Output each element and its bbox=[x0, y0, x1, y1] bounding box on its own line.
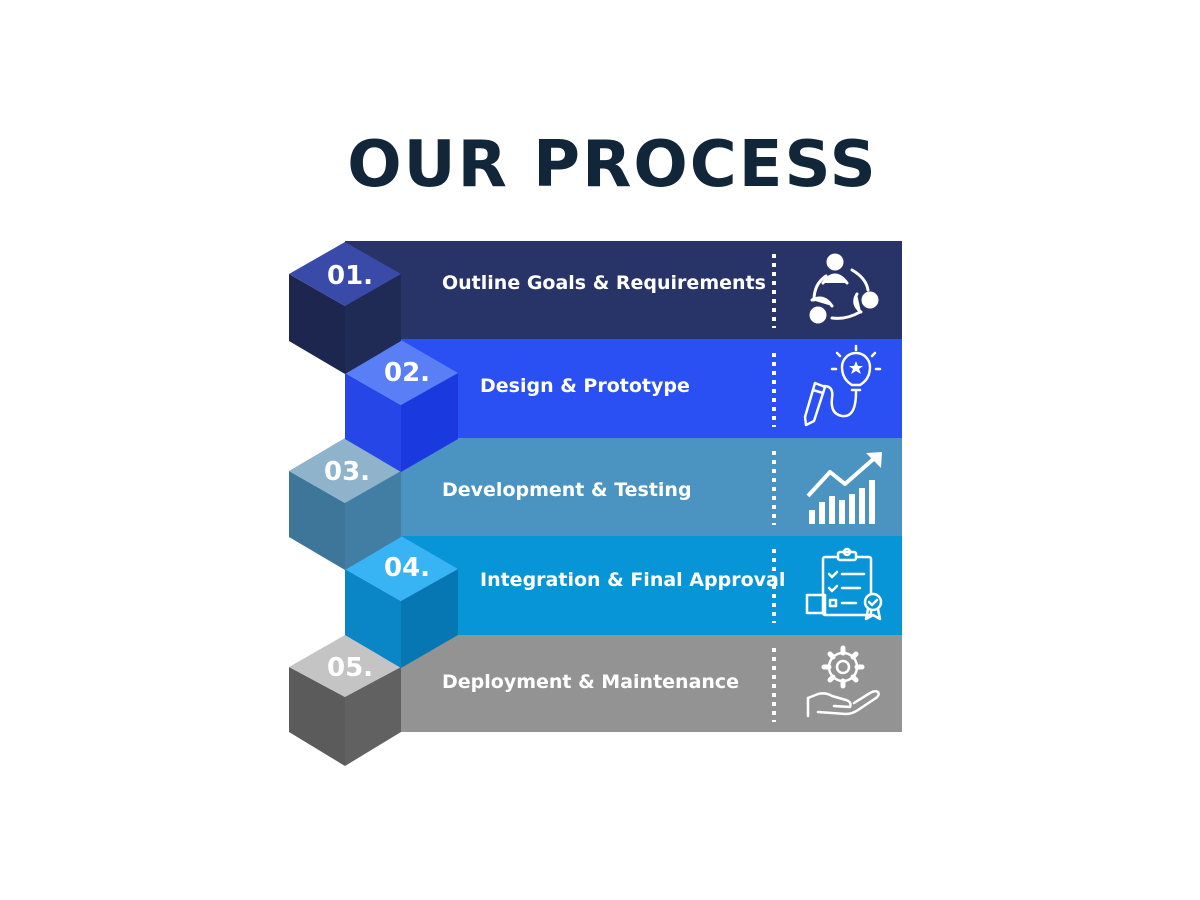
package-box bbox=[805, 593, 827, 615]
growth-chart-icon bbox=[806, 452, 882, 524]
gear-hand-icon bbox=[806, 645, 880, 718]
growth-bar-4 bbox=[839, 500, 845, 524]
pencil-body bbox=[803, 381, 827, 427]
team-arrow-bottom bbox=[830, 310, 862, 320]
check-2 bbox=[827, 584, 839, 593]
step-4-bar bbox=[401, 536, 902, 635]
team-arrow-left bbox=[812, 274, 828, 302]
lightbulb-ray-3 bbox=[870, 351, 877, 358]
step-5-cube-left bbox=[289, 667, 345, 766]
pencil-band bbox=[811, 388, 825, 395]
step-2-number: 02. bbox=[384, 358, 431, 388]
step-3-cube-top bbox=[289, 438, 401, 503]
page-title: OUR PROCESS bbox=[347, 128, 878, 202]
step-2-cube-left bbox=[345, 373, 401, 472]
step-2-cube-right bbox=[401, 373, 458, 472]
team-person-left-head bbox=[809, 306, 827, 324]
check-box-3 bbox=[828, 598, 838, 608]
step-4-cube-left bbox=[345, 569, 401, 668]
step-3-cube bbox=[289, 438, 401, 570]
growth-bar-3 bbox=[829, 496, 835, 524]
step-2-cube-top bbox=[345, 340, 458, 405]
team-person-top-body bbox=[821, 273, 849, 285]
step-3-number: 03. bbox=[324, 457, 371, 487]
gear-tooth-bottom-left bbox=[827, 674, 836, 683]
growth-bar-5 bbox=[849, 494, 855, 524]
step-1-cube-right bbox=[345, 274, 401, 374]
step-2-bar bbox=[401, 339, 902, 438]
growth-trend-line bbox=[806, 453, 880, 498]
gear-hub bbox=[835, 659, 851, 675]
hand-palm bbox=[806, 692, 852, 709]
step-1-bar bbox=[345, 241, 902, 339]
step-1-cube bbox=[289, 242, 401, 374]
step-5-cube-top bbox=[289, 635, 401, 697]
team-collaboration-icon bbox=[809, 253, 879, 324]
lightbulb-star bbox=[849, 361, 863, 374]
hand-fingers bbox=[816, 689, 880, 716]
gear-tooth-bottom-right bbox=[850, 674, 859, 683]
check-1 bbox=[827, 570, 839, 579]
step-4-cube-top bbox=[345, 536, 458, 601]
growth-bar-2 bbox=[819, 502, 825, 524]
step-5-number: 05. bbox=[327, 653, 374, 683]
step-3-cube-left bbox=[289, 471, 345, 570]
growth-bar-7 bbox=[869, 480, 875, 524]
approval-badge-check bbox=[867, 598, 879, 607]
team-person-right-head bbox=[861, 291, 879, 309]
step-3-cube-right bbox=[345, 471, 401, 570]
lightbulb-ray-2 bbox=[835, 351, 842, 358]
step-2-label: Design & Prototype bbox=[480, 375, 690, 397]
step-3-label: Development & Testing bbox=[442, 479, 692, 501]
step-5-cube-right bbox=[345, 667, 401, 766]
gear-tooth-top-right bbox=[850, 651, 859, 660]
growth-arrow-head bbox=[866, 452, 882, 468]
growth-bar-1 bbox=[809, 510, 815, 524]
step-1-label: Outline Goals & Requirements bbox=[442, 272, 766, 294]
step-4-label: Integration & Final Approval bbox=[480, 569, 786, 591]
team-person-top-head bbox=[826, 253, 844, 271]
gear-tooth-top-left bbox=[827, 651, 836, 660]
step-5-label: Deployment & Maintenance bbox=[442, 671, 740, 693]
step-1-number: 01. bbox=[327, 261, 374, 291]
clipboard-clip-hole bbox=[842, 547, 852, 557]
approval-badge bbox=[863, 592, 883, 612]
step-2-cube bbox=[345, 340, 458, 472]
step-1-cube-left bbox=[289, 274, 345, 374]
pencil-lightbulb-icon bbox=[803, 344, 882, 427]
step-4-number: 04. bbox=[384, 553, 431, 583]
growth-bar-6 bbox=[859, 488, 865, 524]
approval-badge-ribbon bbox=[864, 607, 882, 621]
gear-teeth bbox=[821, 645, 865, 689]
step-5-cube bbox=[289, 635, 401, 766]
lightbulb-outline bbox=[840, 351, 872, 387]
pencil-cord bbox=[822, 384, 858, 418]
step-1-cube-top bbox=[289, 242, 401, 306]
clipboard-approval-icon bbox=[805, 547, 883, 621]
step-4-cube bbox=[345, 536, 458, 668]
step-4-cube-right bbox=[401, 569, 458, 668]
team-arrow-right bbox=[850, 268, 870, 292]
